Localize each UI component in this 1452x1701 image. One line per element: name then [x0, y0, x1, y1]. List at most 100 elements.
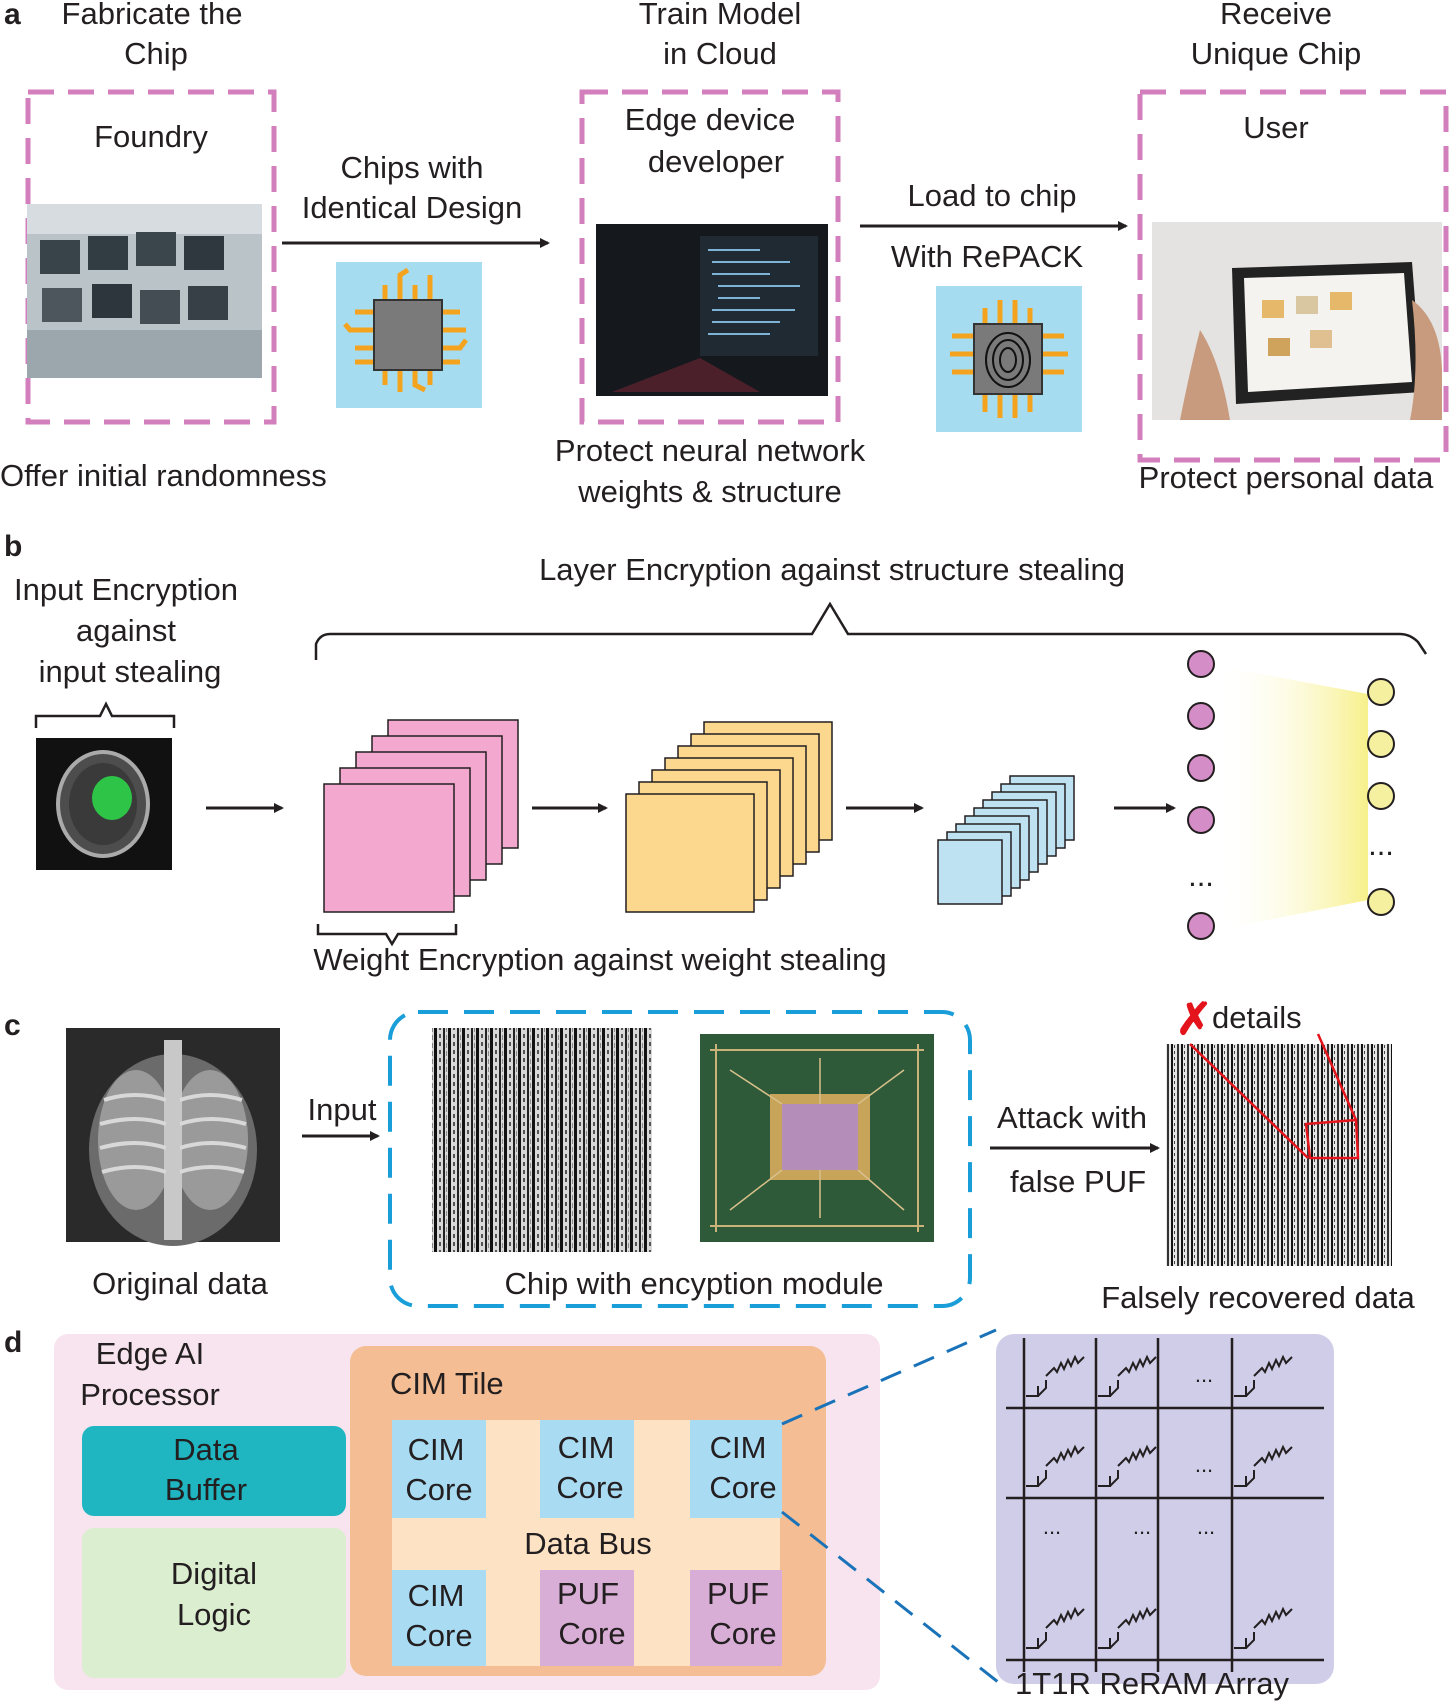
array-ellipsis: ...: [1197, 1514, 1215, 1539]
stage1-title-line1: Fabricate the: [62, 0, 243, 31]
core-line2: Core: [405, 1618, 472, 1653]
layer-brace: [314, 601, 1428, 660]
core-line2: Core: [405, 1472, 472, 1507]
resistor-cell: [1253, 1354, 1293, 1377]
original-data-label: Original data: [92, 1266, 269, 1301]
tablet-in-hands-photo: [1152, 222, 1442, 420]
core-line1: CIM: [710, 1430, 767, 1465]
foundry-label: Foundry: [94, 119, 208, 154]
cim-core: CIM Core: [540, 1420, 634, 1518]
input-arrow-label: Input: [308, 1092, 377, 1127]
orange-feature-map: [625, 793, 755, 913]
pink-feature-map-stack: [323, 719, 519, 913]
encryption-module-dashed-box: [388, 1010, 972, 1308]
stage1-caption: Offer initial randomness: [0, 458, 327, 493]
array-ellipsis: ...: [1195, 1452, 1213, 1477]
stage2-caption-line2: weights & structure: [577, 474, 842, 509]
fc-connection-fan: [1228, 668, 1368, 928]
panel-letter-a: a: [4, 0, 21, 31]
attack-label-line2: false PUF: [1010, 1164, 1146, 1199]
input-encryption-line3: input stealing: [39, 654, 222, 689]
array-ellipsis: ...: [1043, 1514, 1061, 1539]
recovered-data-label: Falsely recovered data: [1101, 1280, 1415, 1315]
foundry-dashed-box: [25, 89, 277, 425]
resistor-cell: [1253, 1606, 1293, 1629]
chest-xray-image: [66, 1028, 280, 1246]
output-neuron: [1367, 888, 1395, 916]
chip-die-photo: [700, 1034, 934, 1242]
resistor-cell: [1117, 1606, 1157, 1629]
transistor-cell: [1098, 1632, 1119, 1649]
layer-encryption-label: Layer Encryption against structure steal…: [539, 552, 1125, 587]
pink-feature-map: [323, 783, 455, 913]
stage3-caption: Protect personal data: [1139, 460, 1434, 495]
output-neurons-ellipsis: ...: [1368, 827, 1394, 862]
transistor-cell: [1026, 1380, 1047, 1397]
input-brace: [34, 701, 176, 728]
input-encryption-line2: against: [76, 613, 176, 648]
falsely-recovered-image: [1166, 1044, 1392, 1266]
input-neuron-column: [1187, 650, 1215, 940]
transistor-cell: [1098, 1470, 1119, 1487]
panel-letter-b: b: [4, 530, 22, 563]
arrow2-label-line1: Load to chip: [908, 178, 1077, 213]
reram-array-box: [996, 1334, 1334, 1684]
resistor-cell: [1253, 1444, 1293, 1467]
resistor-cell: [1045, 1444, 1085, 1467]
stage3-title-line2: Unique Chip: [1191, 36, 1362, 71]
weight-encryption-label: Weight Encryption against weight stealin…: [313, 942, 886, 977]
transistor-cell: [1234, 1380, 1255, 1397]
core-line2: Core: [709, 1616, 776, 1651]
puf-core: PUF Core: [690, 1570, 782, 1666]
blue-feature-map-stack: [937, 775, 1075, 905]
core-line2: Core: [709, 1470, 776, 1505]
transistor-cell: [1026, 1632, 1047, 1649]
zoom-connector-lines: [781, 1328, 999, 1684]
stage2-role-line2: developer: [648, 144, 784, 179]
core-line1: CIM: [558, 1430, 615, 1465]
stage1-title-line2: Chip: [124, 36, 188, 71]
resistor-cell: [1045, 1606, 1085, 1629]
fingerprint-chip-icon: [936, 286, 1082, 432]
core-line1: CIM: [408, 1578, 465, 1613]
wafer-fab-photo: [27, 204, 262, 378]
chip-icon: [336, 262, 482, 408]
resistor-cell: [1117, 1444, 1157, 1467]
details-zoom-lines: [1189, 1033, 1360, 1160]
data-buffer-line1: Data: [173, 1432, 239, 1467]
weight-brace: [316, 924, 458, 947]
brain-mri-scan: [36, 738, 172, 870]
output-neuron: [1367, 678, 1395, 706]
processor-label-line2: Processor: [80, 1377, 220, 1412]
input-neuron: [1187, 806, 1215, 834]
transistor-cell: [1234, 1632, 1255, 1649]
encrypted-image: [432, 1028, 652, 1252]
resistor-cell: [1117, 1354, 1157, 1377]
transistor-cell: [1098, 1380, 1119, 1397]
attack-label-line1: Attack with: [997, 1100, 1147, 1135]
puf-core: PUF Core: [540, 1570, 634, 1666]
data-buffer-line2: Buffer: [165, 1472, 247, 1507]
reram-crossbar-grid: ...............: [1006, 1338, 1324, 1672]
digital-logic-line2: Logic: [177, 1597, 251, 1632]
digital-logic-block: [82, 1528, 346, 1678]
core-line1: PUF: [557, 1576, 619, 1611]
resistor-cell: [1045, 1354, 1085, 1377]
blue-feature-map: [937, 839, 1003, 905]
arrow1-label-line2: Identical Design: [302, 190, 523, 225]
output-neuron: [1367, 782, 1395, 810]
input-encryption-line1: Input Encryption: [14, 572, 238, 607]
laptop-code-photo: [596, 224, 828, 396]
stage2-title-line1: Train Model: [639, 0, 802, 31]
array-ellipsis: ...: [1195, 1362, 1213, 1387]
data-bus-label: Data Bus: [524, 1526, 652, 1561]
data-buffer-block: [82, 1426, 346, 1516]
cim-tile-label: CIM Tile: [390, 1366, 504, 1401]
input-neuron: [1187, 702, 1215, 730]
details-label: details: [1212, 1000, 1302, 1035]
input-neurons-ellipsis: ...: [1188, 858, 1214, 893]
input-neuron: [1187, 912, 1215, 940]
input-neuron: [1187, 650, 1215, 678]
chip-module-label: Chip with encyption module: [504, 1266, 883, 1301]
core-line1: PUF: [707, 1576, 769, 1611]
